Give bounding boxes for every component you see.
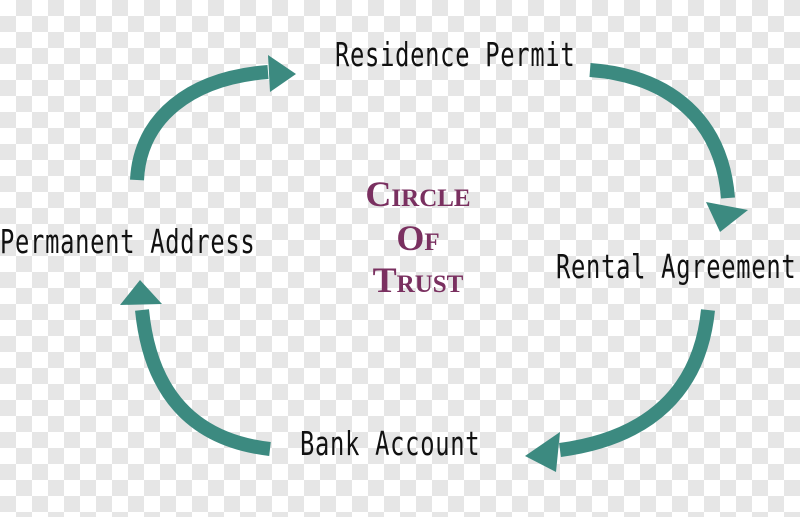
arrow-right-to-bottom [559, 309, 715, 457]
arrowhead-left [120, 280, 162, 305]
arrow-top-to-right [589, 63, 735, 199]
node-permanent-address: Permanent Address [0, 222, 256, 261]
arrowhead-right [706, 202, 748, 232]
arrow-left-to-top [130, 65, 269, 181]
node-residence-permit: Residence Permit [335, 35, 576, 74]
node-rental-agreement: Rental Agreement [556, 247, 797, 286]
center-title-line2: Of [396, 218, 440, 258]
arrowhead-top [268, 55, 296, 92]
center-title-line3: Trust [372, 260, 464, 300]
arrow-bottom-to-left [135, 309, 271, 456]
center-title-line1: Circle [365, 174, 471, 214]
node-bank-account: Bank Account [300, 424, 481, 463]
arrowhead-bottom [525, 432, 560, 472]
